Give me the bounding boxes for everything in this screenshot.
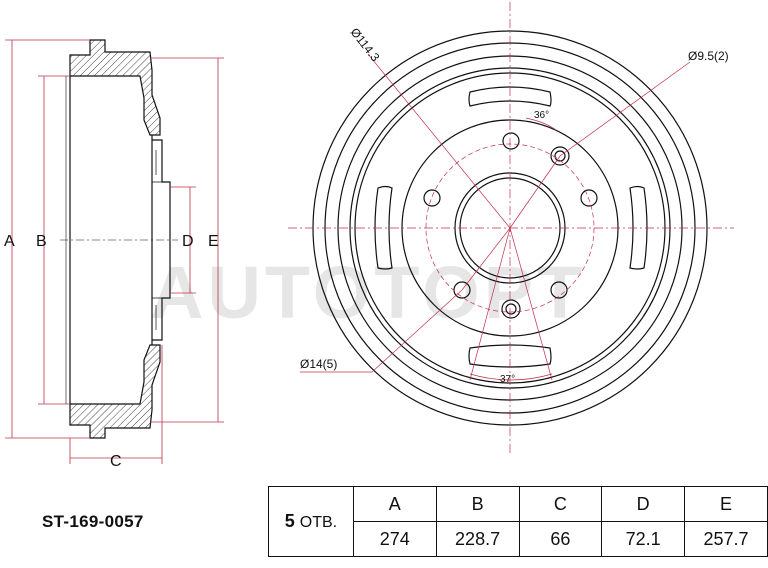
value-e: 257.7	[684, 521, 768, 557]
part-number: ST-169-0057	[42, 512, 144, 531]
value-d: 72.1	[601, 521, 686, 557]
holes-count: 5	[284, 511, 295, 531]
angle-bottom-label: 37°	[500, 374, 515, 385]
bolt-hole-label: Ø9.5(2)	[688, 49, 729, 63]
inspection-slots	[374, 86, 648, 368]
section-bottom-wall	[69, 344, 161, 439]
stud-hole-label: Ø14(5)	[300, 357, 337, 371]
value-a: 274	[352, 521, 437, 557]
stud-holes	[423, 132, 598, 299]
side-dimensions	[5, 39, 224, 464]
header-b: B	[435, 486, 520, 522]
value-b: 228.7	[435, 521, 520, 557]
header-a: A	[352, 486, 437, 522]
watermark: AUTOTOPT	[150, 251, 586, 334]
header-c: C	[518, 486, 603, 522]
header-d: D	[601, 486, 686, 522]
table-value-row: 274 228.7 66 72.1 257.7	[269, 521, 768, 557]
holes-count-cell: 5 ОТВ.	[268, 486, 354, 557]
dim-label-d: D	[182, 233, 194, 250]
pcd-label: Ø114.3	[348, 25, 383, 64]
dim-label-c: C	[110, 453, 122, 470]
dimensions-table: 5 ОТВ. A B C D E 274 228.7 66 72.1 257.7	[268, 486, 768, 557]
section-top-wall	[69, 39, 161, 136]
header-e: E	[684, 486, 768, 522]
bolt-holes	[501, 146, 570, 319]
dim-label-a: A	[4, 233, 15, 250]
value-c: 66	[518, 521, 603, 557]
table-header-row: 5 ОТВ. A B C D E	[268, 486, 768, 557]
angle-top-label: 36°	[534, 110, 549, 121]
holes-unit: ОТВ.	[299, 514, 338, 531]
dim-label-b: B	[36, 233, 47, 250]
side-section-view	[60, 39, 178, 439]
front-dimensions	[288, 2, 734, 456]
dim-label-e: E	[208, 233, 219, 250]
